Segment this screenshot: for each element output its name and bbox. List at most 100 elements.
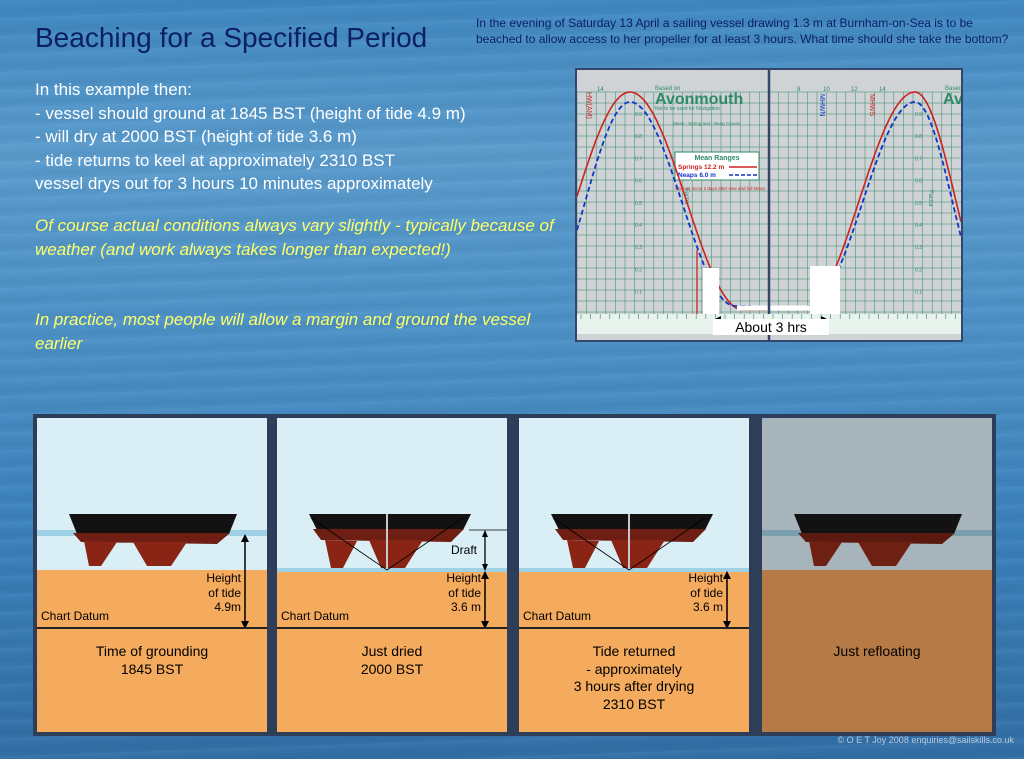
panel-returned-svg [519,514,749,629]
page-title: Beaching for a Specified Period [35,22,428,53]
top-tick-right-3: 14 [879,87,886,93]
keel [369,540,423,568]
mhws-label: MHWS [868,94,875,116]
support-line-right [628,517,706,571]
return-line: - tide returns to keel at approximately … [35,150,396,170]
sand [762,570,992,732]
height-of-tide-label: Height of tide 4.9m [206,571,241,614]
based-on-label-right: Based on [945,86,961,92]
sand [37,570,267,732]
skeg [567,540,599,568]
hw-label-left: HW(AM) [585,92,592,119]
water-line [277,568,507,572]
springs-note: Springs occur 2 days after new and full … [675,186,766,191]
height-of-tide-label: Height of tide 3.6 m [446,571,481,614]
draft-arrow-down [482,564,488,571]
panel-grounding: Chart Datum Height of tide 4.9m Time of … [37,418,267,732]
keel [611,540,665,568]
explanation-text: In this example then: - vessel should gr… [35,78,565,196]
hull [551,514,713,530]
location-label: Avonmouth [655,91,743,108]
top-tick-right-0: 8 [797,87,801,93]
arrow-down [481,621,489,629]
copyright-footer: © O E T Joy 2008 enquiries@sailskills.co… [837,735,1014,745]
hull [309,514,471,530]
chart-datum-label: Chart Datum [281,609,350,623]
hull-bottom [73,533,230,544]
mhwn-label: MHWN [818,94,825,117]
ground-line: - vessel should ground at 1845 BST (heig… [35,103,466,123]
location-label-right: Avo [943,91,961,108]
factor-tick-label: 0.3 [635,245,642,251]
not-navigation-label: Not to be used for Navigation [655,106,720,112]
height-of-tide-label: Height of tide 3.6 m [688,571,723,614]
dry-line: - will dry at 2000 BST (height of tide 3… [35,127,357,146]
keel [858,542,912,566]
time-ruler-ticks [580,314,956,319]
margin-note: In practice, most people will allow a ma… [35,310,531,353]
top-tick-right-1: 10 [823,87,830,93]
arrow-up [723,571,731,579]
support-line-left [552,517,630,571]
factor-tick-label: 0.1 [915,290,922,296]
support-line-left [310,517,388,571]
highlight-left [703,268,719,314]
support-line-right [386,517,464,571]
about-3-hrs-label: About 3 hrs [713,319,829,335]
panel-dried-svg [277,514,507,629]
intro-line: In this example then: [35,80,192,99]
sand [277,570,507,732]
springs-legend-label: Springs 12.2 m [678,164,724,171]
draft-arrow-up [482,530,488,537]
chart-datum-line [37,627,267,629]
factor-tick-label: 0.4 [915,223,922,229]
mean-curves-note: Mean - Spring and - Neap Curves [673,121,741,126]
caption-returned: Tide returned - approximately 3 hours af… [573,643,695,712]
top-tick-left: 14 [597,87,604,93]
keel [133,542,187,566]
neaps-legend-label: Neaps 6.0 m [678,172,716,179]
factor-label-left: Factor [683,188,689,205]
panel-returned: Chart Datum Height of tide 3.6 m Tide re… [519,418,749,732]
panel-refloating: Just refloating [762,418,992,732]
neaps-curve-right [808,101,961,307]
draft-label: Draft [451,543,478,557]
arrow-down [241,621,249,629]
panel-refloating-svg [762,514,992,566]
caption-dried: Just dried 2000 BST [360,643,424,677]
arrow-up [241,534,249,542]
factor-label-right: Factor [927,190,933,207]
chart-datum-label: Chart Datum [523,609,592,623]
chart-datum-label: Chart Datum [41,609,110,623]
summary-line: vessel drys out for 3 hours 10 minutes a… [35,174,433,193]
factor-tick-label: 0.6 [915,179,922,185]
hull-bottom [798,533,955,544]
hull [69,514,237,534]
factor-tick-label: 0.8 [915,134,922,140]
factor-tick-label: 0.7 [635,156,642,162]
springs-curve-left [577,91,767,311]
mean-ranges-title: Mean Ranges [694,155,739,162]
arrow-up [481,571,489,579]
panel-dried: Draft Chart Datum Height of tide 3.6 m J… [277,418,507,732]
chart-datum-line [277,627,507,629]
factor-tick-label: 0.9 [915,112,922,118]
water-line [519,568,749,572]
hull [794,514,962,534]
arrow-down [723,621,731,629]
neaps-curve-left [577,101,751,307]
factor-tick-label: 0.4 [635,223,642,229]
chart-datum-line [519,627,749,629]
top-tick-right-2: 12 [851,87,858,93]
hull-bottom [313,529,464,542]
sand [519,570,749,732]
skeg [809,541,842,566]
hull-bottom [555,529,706,542]
factor-tick-label: 0.2 [915,267,922,273]
weather-note: Of course actual conditions always vary … [35,216,554,259]
factor-tick-label: 0.7 [915,156,922,162]
panel-grounding-svg [37,514,267,629]
factor-tick-label: 0.3 [915,245,922,251]
factor-tick-label: 0.5 [635,201,642,207]
